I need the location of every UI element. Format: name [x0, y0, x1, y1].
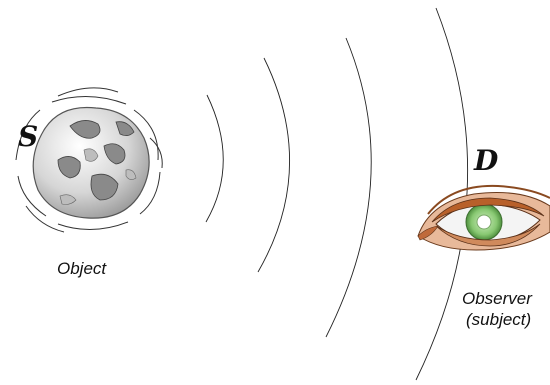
eye-icon	[418, 186, 550, 250]
observer-subject-label: (subject)	[466, 310, 531, 330]
wavefront-1	[206, 95, 223, 222]
observer-symbol-label: D	[474, 146, 498, 176]
observer-label: Observer	[462, 289, 532, 309]
source-symbol-label: S	[18, 122, 38, 152]
wavefront-2	[258, 58, 290, 272]
wavefront-3	[326, 38, 371, 337]
wavefront-4	[416, 8, 468, 380]
object-blob-icon	[16, 88, 162, 232]
wavefronts	[206, 8, 468, 380]
object-label: Object	[57, 259, 106, 279]
